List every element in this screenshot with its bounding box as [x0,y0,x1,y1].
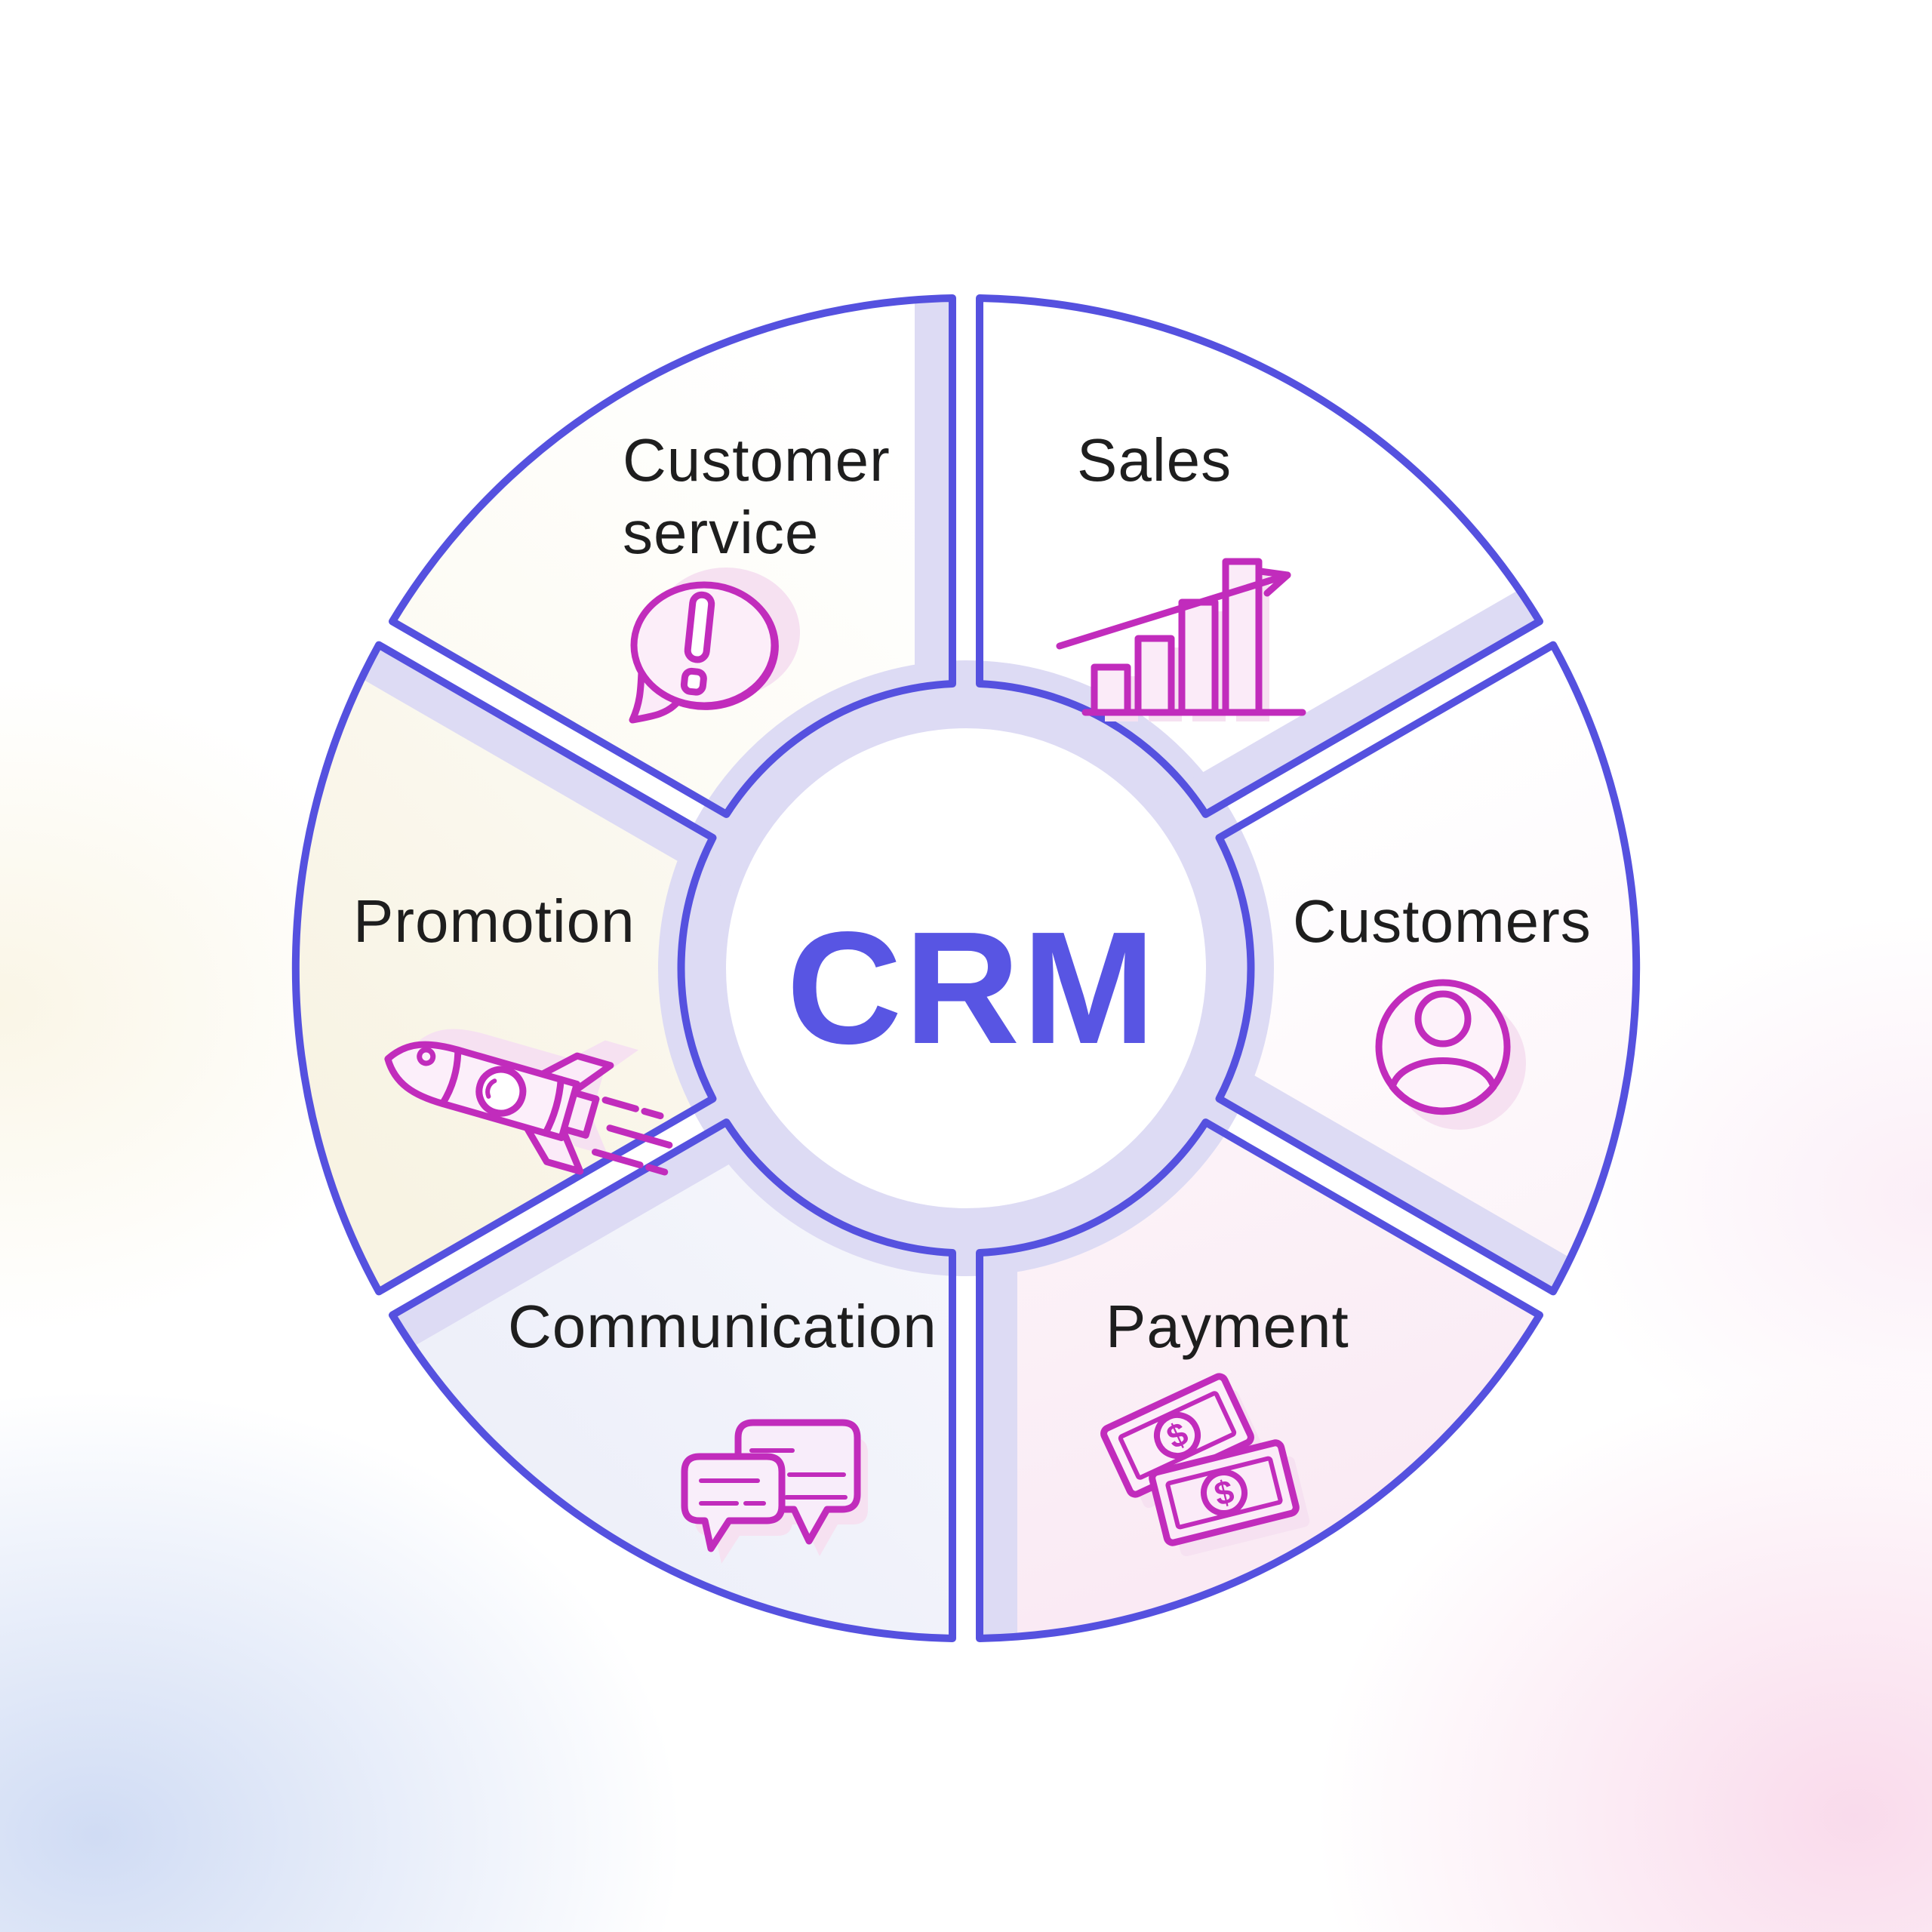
segment-outlines [291,294,1641,1642]
growth-arrow-shaft [1056,571,1291,650]
rocket-icon [384,1029,673,1176]
segment-payment [980,1122,1540,1638]
rocket-window [475,1066,527,1117]
label-promotion: Promotion [353,888,635,955]
divider-stripes [362,301,1570,1635]
rocket-rear-seam [542,1075,565,1137]
speech-bubble-exclamation-icon [629,568,800,724]
segment-labels: Customer service Sales Customers Payment… [353,426,1592,1360]
label-customers: Customers [1293,888,1592,955]
dollar-bill-front: $ [1149,1439,1300,1546]
center-halo-ring [658,660,1274,1276]
growth-arrow-head [1257,568,1291,597]
segment-customer-service [392,298,952,814]
dollar-bill-back: $ [1100,1373,1254,1498]
exclamation-mark [680,591,715,696]
rocket-speed-dashes [591,1097,673,1176]
label-sales: Sales [1077,426,1232,494]
crm-center-circle [723,725,1209,1211]
label-customer-service-line2: service [623,499,819,566]
label-payment: Payment [1106,1293,1349,1360]
crm-title: CRM [786,898,1158,1077]
rocket-cone-seam [438,1046,462,1107]
chat-bubbles-icon [681,1419,868,1564]
label-communication: Communication [508,1293,937,1360]
user-avatar-icon [1375,979,1526,1130]
rocket-nose-detail [417,1047,436,1066]
growth-bar-chart-icon [1056,558,1306,721]
label-customer-service-line1: Customer [623,426,891,494]
money-bills-icon: $ $ [1100,1373,1310,1557]
